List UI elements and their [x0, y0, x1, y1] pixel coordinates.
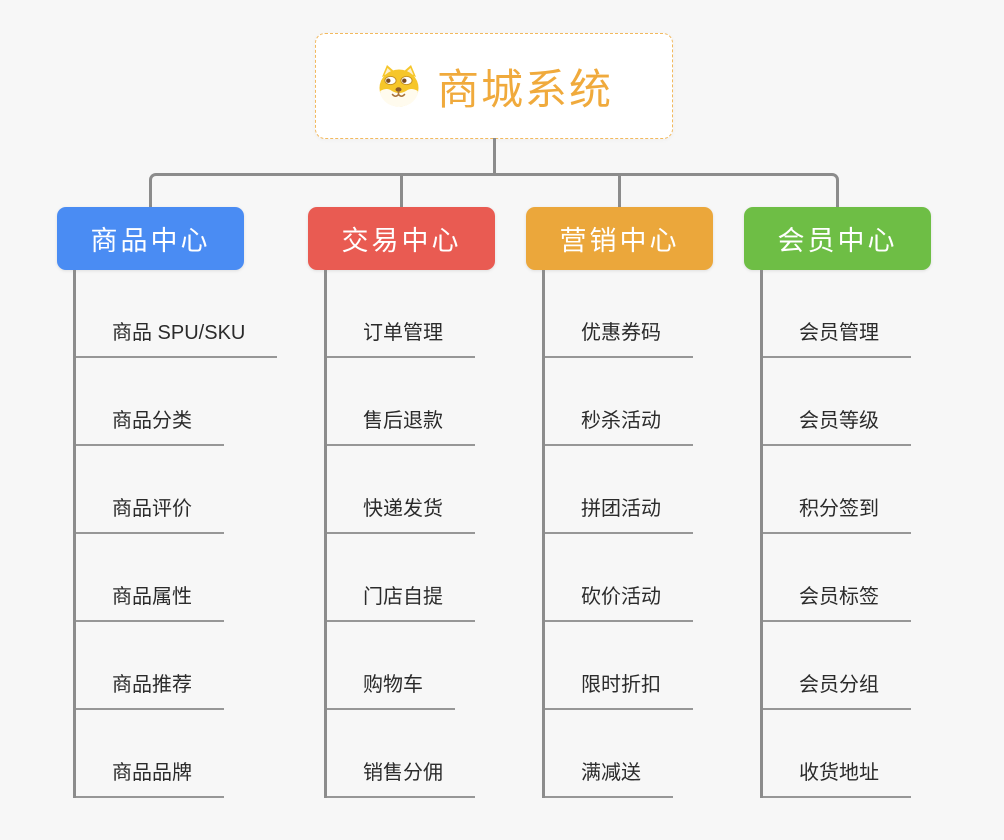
connector-top-bar	[149, 173, 839, 208]
branch-items: 商品 SPU/SKU 商品分类 商品评价 商品属性 商品推荐 商品品牌	[73, 270, 278, 798]
node-item[interactable]: 会员分组	[763, 622, 911, 710]
node-item[interactable]: 满减送	[545, 710, 673, 798]
branch-header-label: 商品中心	[90, 226, 211, 256]
node-item[interactable]: 拼团活动	[545, 446, 693, 534]
branch-header-products[interactable]: 商品中心	[57, 207, 244, 270]
connector-drop-branch2	[400, 175, 403, 208]
branch-items: 优惠券码 秒杀活动 拼团活动 砍价活动 限时折扣 满减送	[542, 270, 713, 798]
node-item[interactable]: 优惠券码	[545, 270, 693, 358]
node-item[interactable]: 限时折扣	[545, 622, 693, 710]
node-item[interactable]: 收货地址	[763, 710, 911, 798]
root-title: 商城系统	[436, 65, 613, 113]
node-item[interactable]: 积分签到	[763, 446, 911, 534]
node-item[interactable]: 售后退款	[327, 358, 475, 446]
branch-header-label: 交易中心	[341, 226, 462, 256]
branch-header-marketing[interactable]: 营销中心	[526, 207, 713, 270]
node-item[interactable]: 砍价活动	[545, 534, 693, 622]
dog-face-icon	[375, 64, 423, 108]
node-item[interactable]: 商品推荐	[76, 622, 224, 710]
branch-header-label: 营销中心	[559, 226, 680, 256]
branch-column-trade: 交易中心 订单管理 售后退款 快递发货 门店自提 购物车 销售分佣	[308, 207, 495, 798]
node-item[interactable]: 商品分类	[76, 358, 224, 446]
branch-items: 会员管理 会员等级 积分签到 会员标签 会员分组 收货地址	[760, 270, 931, 798]
node-item[interactable]: 门店自提	[327, 534, 475, 622]
branch-header-trade[interactable]: 交易中心	[308, 207, 495, 270]
branch-items: 订单管理 售后退款 快递发货 门店自提 购物车 销售分佣	[324, 270, 495, 798]
node-item[interactable]: 会员标签	[763, 534, 911, 622]
branch-column-marketing: 营销中心 优惠券码 秒杀活动 拼团活动 砍价活动 限时折扣 满减送	[526, 207, 713, 798]
node-item[interactable]: 商品 SPU/SKU	[76, 270, 278, 358]
node-item[interactable]: 会员等级	[763, 358, 911, 446]
node-item[interactable]: 商品品牌	[76, 710, 224, 798]
node-item[interactable]: 会员管理	[763, 270, 911, 358]
node-item[interactable]: 订单管理	[327, 270, 475, 358]
connector-drop-branch3	[618, 175, 621, 208]
node-item[interactable]: 快递发货	[327, 446, 475, 534]
node-item[interactable]: 购物车	[327, 622, 455, 710]
node-item[interactable]: 商品属性	[76, 534, 224, 622]
branch-column-products: 商品中心 商品 SPU/SKU 商品分类 商品评价 商品属性 商品推荐 商品品牌	[57, 207, 278, 798]
connector-root-stem	[493, 138, 496, 174]
root-node[interactable]: 商城系统	[315, 33, 673, 139]
branch-column-members: 会员中心 会员管理 会员等级 积分签到 会员标签 会员分组 收货地址	[744, 207, 931, 798]
node-item[interactable]: 秒杀活动	[545, 358, 693, 446]
branch-header-label: 会员中心	[777, 226, 898, 256]
node-item[interactable]: 商品评价	[76, 446, 224, 534]
branch-header-members[interactable]: 会员中心	[744, 207, 931, 270]
node-item[interactable]: 销售分佣	[327, 710, 475, 798]
